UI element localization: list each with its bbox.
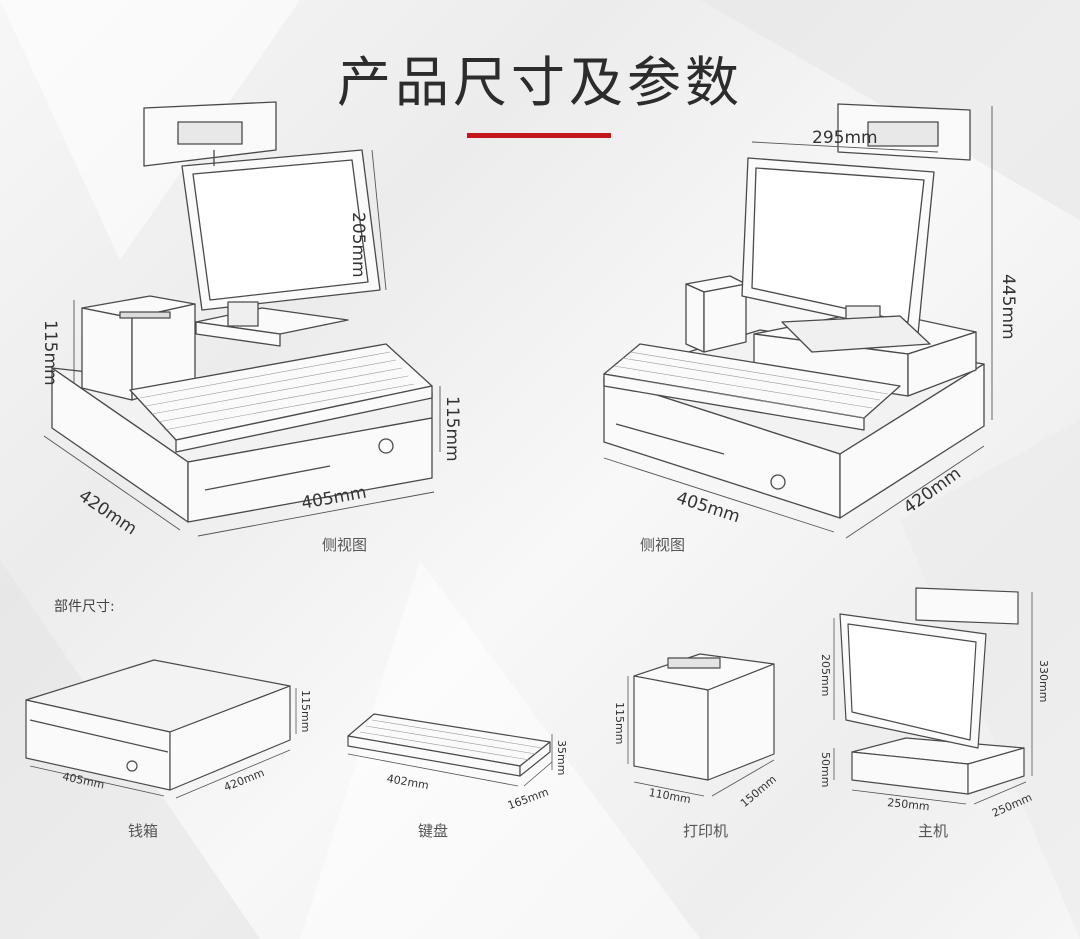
drawer-height-label: 115mm xyxy=(299,690,312,733)
host-base-height-label: 50mm xyxy=(819,752,832,788)
printer-height-label: 115mm xyxy=(613,702,626,745)
host-monitor-height-label: 205mm xyxy=(819,654,832,697)
components-heading: 部件尺寸: xyxy=(54,599,115,615)
right-view-caption: 侧视图 xyxy=(640,536,686,554)
title-accent-bar xyxy=(467,133,611,138)
drawer-caption: 钱箱 xyxy=(128,822,159,840)
right-monitor-width-label: 295mm xyxy=(812,128,878,148)
printer-caption: 打印机 xyxy=(683,822,729,840)
left-view-caption: 侧视图 xyxy=(322,536,368,554)
keyboard-caption: 键盘 xyxy=(418,822,449,840)
host-total-height-label: 330mm xyxy=(1037,660,1050,703)
keyboard-height-label: 35mm xyxy=(555,740,568,776)
page-title: 产品尺寸及参数 xyxy=(337,51,743,114)
host-caption: 主机 xyxy=(918,822,949,840)
